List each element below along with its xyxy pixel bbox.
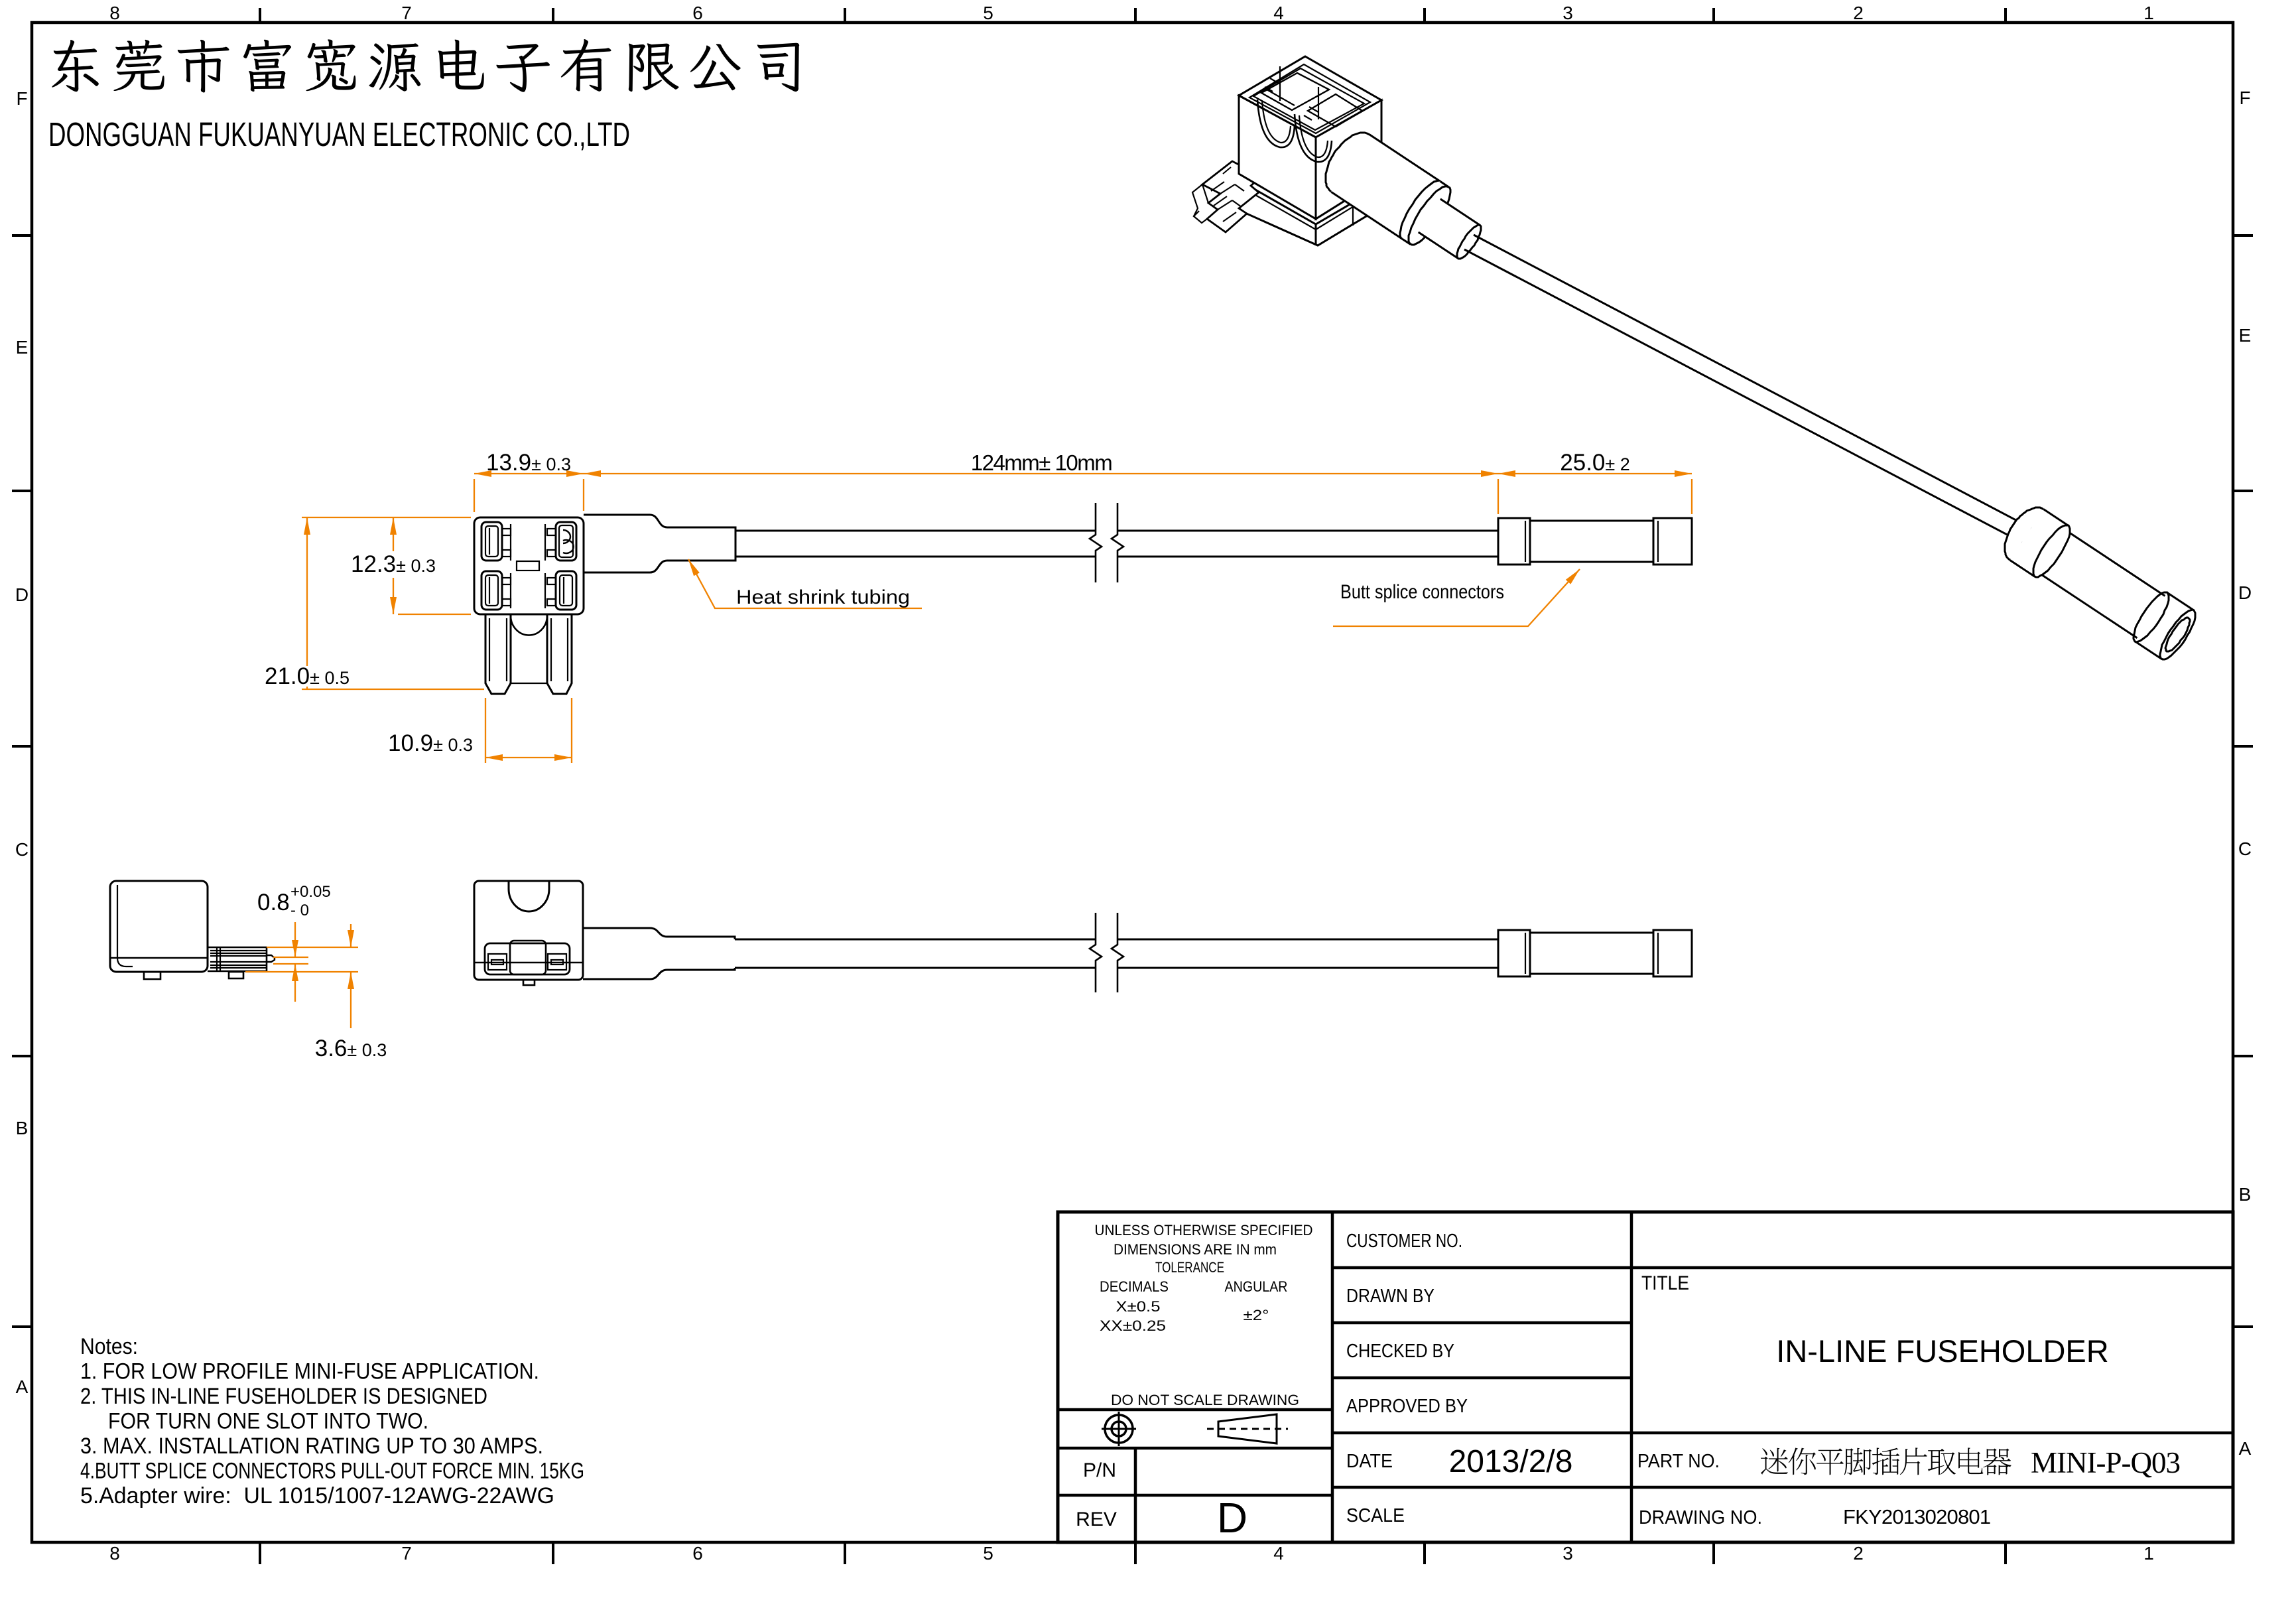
- svg-text:2. THIS IN-LINE FUSEHOLDER IS: 2. THIS IN-LINE FUSEHOLDER IS DESIGNED: [80, 1384, 487, 1409]
- svg-text:B: B: [16, 1118, 29, 1138]
- svg-text:2013/2/8: 2013/2/8: [1449, 1444, 1573, 1479]
- svg-text:Heat shrink tubing: Heat shrink tubing: [736, 586, 910, 608]
- svg-text:DRAWING NO.: DRAWING NO.: [1639, 1507, 1762, 1528]
- svg-text:DRAWN BY: DRAWN BY: [1346, 1286, 1435, 1307]
- svg-text:D: D: [15, 584, 29, 605]
- svg-text:Notes:: Notes:: [80, 1334, 138, 1359]
- svg-text:PART NO.: PART NO.: [1637, 1451, 1720, 1472]
- svg-text:13.9± 0.3: 13.9± 0.3: [486, 450, 571, 476]
- svg-text:4: 4: [1273, 1543, 1284, 1564]
- svg-text:5.Adapter wire: UL 1015/1007-: 5.Adapter wire: UL 1015/1007-12AWG-22AWG: [80, 1483, 554, 1508]
- svg-text:B: B: [2239, 1184, 2252, 1205]
- svg-text:0.8: 0.8: [257, 890, 290, 915]
- svg-text:CHECKED BY: CHECKED BY: [1346, 1341, 1454, 1362]
- svg-text:21.0± 0.5: 21.0± 0.5: [265, 663, 350, 689]
- svg-text:- 0: - 0: [290, 902, 309, 919]
- svg-text:FOR TURN ONE SLOT INTO TWO.: FOR TURN ONE SLOT INTO TWO.: [108, 1409, 428, 1434]
- svg-text:3: 3: [1563, 1543, 1573, 1564]
- svg-text:8: 8: [109, 1543, 120, 1564]
- svg-text:12.3± 0.3: 12.3± 0.3: [351, 551, 436, 577]
- svg-text:4.BUTT SPLICE CONNECTORS PULL-: 4.BUTT SPLICE CONNECTORS PULL-OUT FORCE …: [80, 1459, 584, 1484]
- svg-text:10.9± 0.3: 10.9± 0.3: [388, 730, 473, 756]
- svg-text:TITLE: TITLE: [1641, 1272, 1689, 1294]
- svg-text:+0.05: +0.05: [290, 883, 331, 901]
- svg-text:ANGULAR: ANGULAR: [1225, 1278, 1288, 1295]
- svg-text:6: 6: [692, 3, 703, 23]
- svg-text:APPROVED BY: APPROVED BY: [1346, 1396, 1468, 1417]
- svg-text:25.0± 2: 25.0± 2: [1560, 450, 1629, 476]
- svg-text:124mm± 10mm: 124mm± 10mm: [971, 450, 1112, 475]
- svg-text:F: F: [2239, 88, 2250, 108]
- svg-text:A: A: [16, 1376, 29, 1397]
- svg-text:3.6± 0.3: 3.6± 0.3: [315, 1036, 387, 1061]
- svg-text:7: 7: [401, 1543, 412, 1564]
- svg-text:DONGGUAN FUKUANYUAN ELECTRONIC: DONGGUAN FUKUANYUAN ELECTRONIC CO.,LTD: [48, 115, 630, 153]
- svg-text:E: E: [16, 337, 29, 358]
- svg-text:F: F: [16, 88, 27, 109]
- svg-text:A: A: [2239, 1438, 2252, 1459]
- svg-text:5: 5: [983, 3, 993, 23]
- svg-text:Butt splice connectors: Butt splice connectors: [1340, 581, 1504, 603]
- svg-text:1. FOR LOW PROFILE MINI-FUSE A: 1. FOR LOW PROFILE MINI-FUSE APPLICATION…: [80, 1359, 539, 1384]
- svg-text:D: D: [1217, 1494, 1247, 1542]
- svg-text:5: 5: [983, 1543, 993, 1564]
- svg-text:X±0.5: X±0.5: [1116, 1298, 1161, 1315]
- svg-text:7: 7: [401, 3, 412, 23]
- svg-text:8: 8: [109, 3, 120, 23]
- svg-text:FKY2013020801: FKY2013020801: [1843, 1505, 1990, 1528]
- svg-text:E: E: [2239, 325, 2252, 346]
- svg-text:2: 2: [1853, 3, 1864, 23]
- svg-text:CUSTOMER NO.: CUSTOMER NO.: [1346, 1231, 1462, 1252]
- svg-text:DECIMALS: DECIMALS: [1100, 1278, 1169, 1295]
- svg-text:DO NOT SCALE DRAWING: DO NOT SCALE DRAWING: [1111, 1392, 1299, 1408]
- svg-text:1: 1: [2143, 3, 2154, 23]
- svg-text:P/N: P/N: [1083, 1459, 1116, 1481]
- svg-text:TOLERANCE: TOLERANCE: [1155, 1259, 1224, 1276]
- svg-text:6: 6: [692, 1543, 703, 1564]
- svg-text:3. MAX. INSTALLATION RATING UP: 3. MAX. INSTALLATION RATING UP TO 30 AMP…: [80, 1434, 543, 1459]
- svg-text:1: 1: [2143, 1543, 2154, 1564]
- svg-text:SCALE: SCALE: [1346, 1505, 1405, 1526]
- svg-text:C: C: [15, 839, 29, 860]
- svg-text:REV: REV: [1076, 1508, 1117, 1530]
- svg-text:C: C: [2238, 838, 2252, 859]
- svg-text:UNLESS OTHERWISE SPECIFIED: UNLESS OTHERWISE SPECIFIED: [1095, 1222, 1313, 1238]
- svg-text:4: 4: [1273, 3, 1284, 23]
- svg-text:MINI-P-Q03: MINI-P-Q03: [2031, 1446, 2180, 1479]
- svg-text:3: 3: [1563, 3, 1573, 23]
- svg-text:2: 2: [1853, 1543, 1864, 1564]
- svg-text:DIMENSIONS ARE IN mm: DIMENSIONS ARE IN mm: [1114, 1241, 1277, 1258]
- svg-text:DATE: DATE: [1346, 1451, 1393, 1472]
- svg-text:IN-LINE FUSEHOLDER: IN-LINE FUSEHOLDER: [1776, 1333, 2108, 1369]
- svg-text:XX±0.25: XX±0.25: [1100, 1317, 1166, 1334]
- svg-text:±2°: ±2°: [1244, 1307, 1269, 1323]
- svg-text:D: D: [2238, 582, 2252, 603]
